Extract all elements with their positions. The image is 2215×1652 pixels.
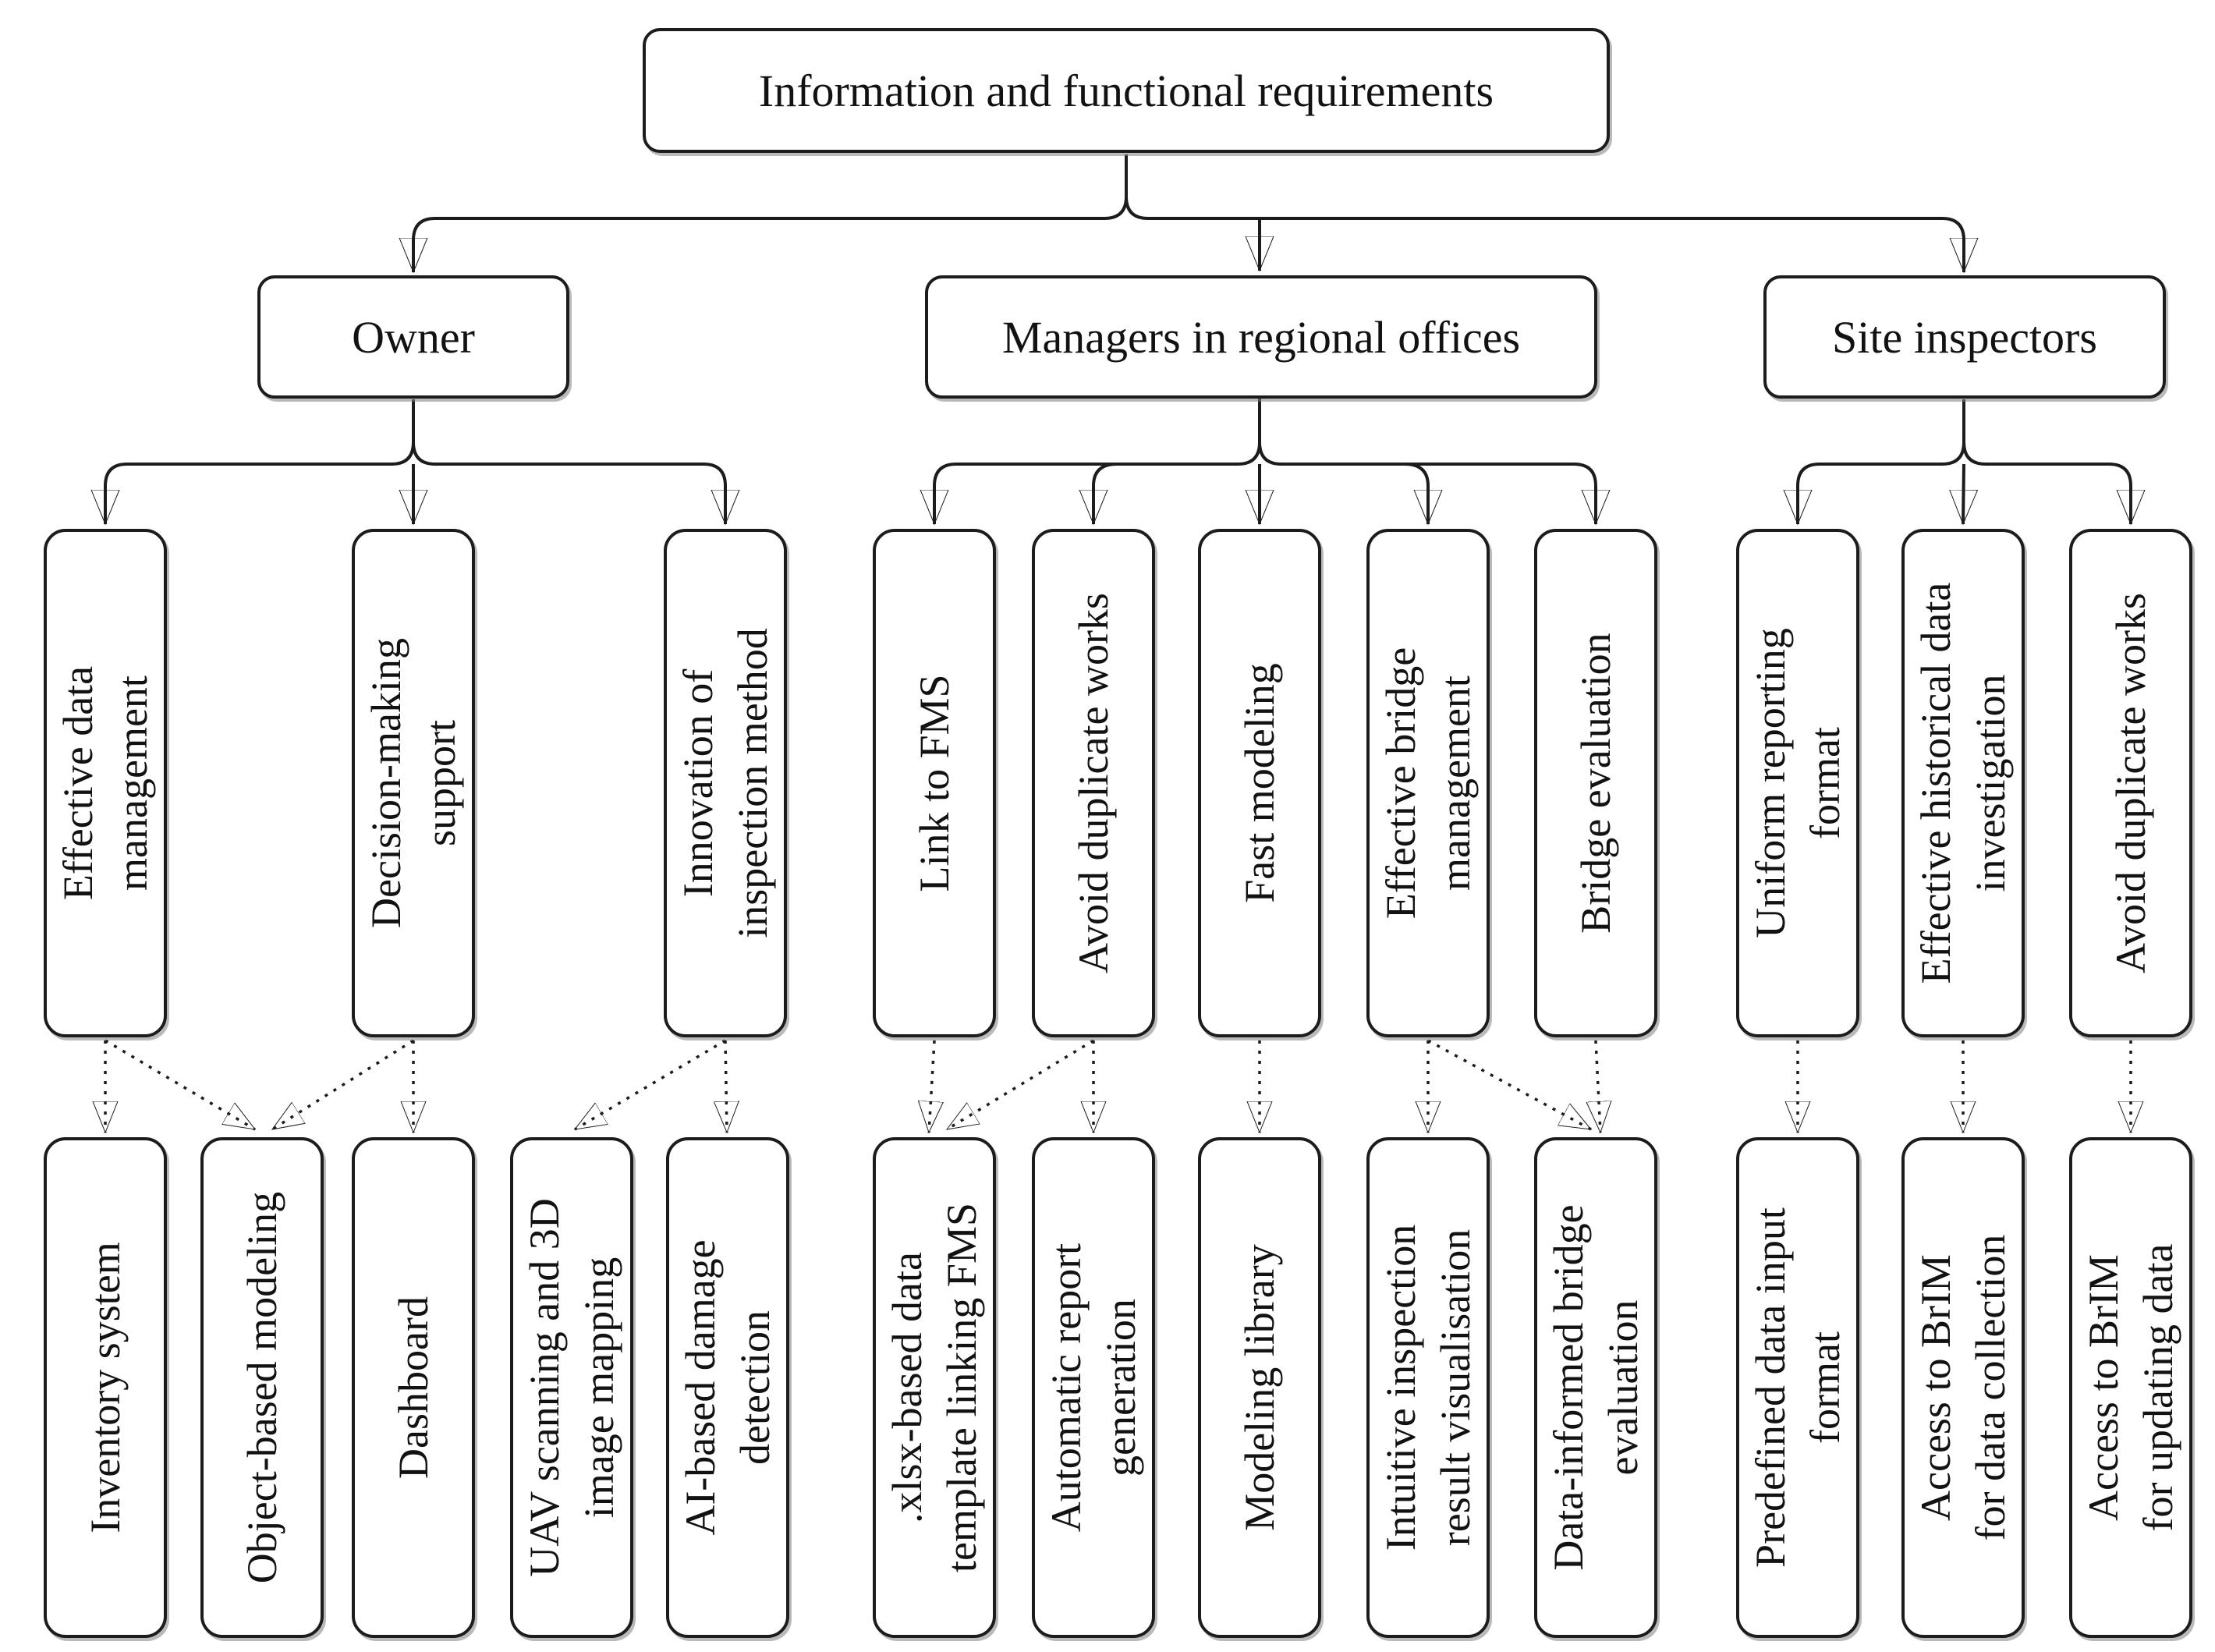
connector-root-owner — [413, 154, 1128, 272]
node-owner-label: Owner — [352, 311, 475, 363]
link-innovation-ai-damage — [725, 1040, 727, 1133]
link-link-fms-xlsx — [929, 1040, 934, 1133]
node-automatic-report-generation-label: Automatic report generation — [1042, 1243, 1144, 1533]
node-ai-damage-detection: AI-based damage detection — [666, 1137, 789, 1638]
link-innovation-uav — [575, 1039, 726, 1131]
node-dashboard-label: Dashboard — [389, 1296, 437, 1479]
node-innovation-inspection-method-label: Innovation of inspection method — [674, 628, 776, 938]
node-inventory-system: Inventory system — [44, 1137, 167, 1638]
node-fast-modeling: Fast modeling — [1198, 529, 1321, 1037]
connector-owner-eff-data — [105, 399, 415, 524]
node-managers: Managers in regional offices — [925, 275, 1597, 399]
node-predefined-data-input-label: Predefined data input format — [1746, 1207, 1848, 1568]
node-dashboard: Dashboard — [352, 1137, 475, 1638]
node-effective-bridge-management-label: Effective bridge management — [1377, 647, 1479, 920]
node-modeling-library: Modeling library — [1198, 1137, 1321, 1638]
node-ai-damage-detection-label: AI-based damage detection — [676, 1239, 778, 1536]
node-bridge-evaluation: Bridge evaluation — [1534, 529, 1657, 1037]
node-object-based-modeling: Object-based modeling — [200, 1137, 324, 1638]
node-access-brim-updating: Access to BrIM for updating data — [2069, 1137, 2192, 1638]
link-decision-object-modeling — [272, 1039, 414, 1131]
node-data-informed-evaluation: Data-informed bridge evaluation — [1534, 1137, 1657, 1638]
node-xlsx-template-label: .xlsx-based data template linking FMS — [883, 1203, 985, 1573]
node-fast-modeling-label: Fast modeling — [1235, 663, 1283, 903]
node-intuitive-visualisation: Intuitive inspection result visualisatio… — [1366, 1137, 1490, 1638]
node-decision-making-support: Decision-making support — [352, 529, 475, 1037]
node-root-label: Information and functional requirements — [758, 65, 1494, 116]
node-modeling-library-label: Modeling library — [1235, 1244, 1283, 1531]
node-predefined-data-input: Predefined data input format — [1736, 1137, 1859, 1638]
connector-root-inspectors — [1125, 196, 1964, 272]
node-effective-historical-data-label: Effective historical data investigation — [1912, 582, 2014, 984]
link-bridge-eval-data-informed — [1596, 1040, 1600, 1133]
node-uniform-reporting-format-label: Uniform reporting format — [1746, 628, 1848, 938]
connector-managers-link-fms — [934, 398, 1261, 524]
node-link-to-fms: Link to FMS — [873, 529, 996, 1037]
node-managers-label: Managers in regional offices — [1001, 311, 1521, 363]
connector-managers-avoid-dup — [1093, 463, 1118, 524]
connector-inspectors-eff-hist — [1963, 463, 1964, 524]
node-uav-scanning: UAV scanning and 3D image mapping — [510, 1137, 633, 1638]
connector-inspectors-uniform — [1798, 399, 1965, 524]
node-intuitive-visualisation-label: Intuitive inspection result visualisatio… — [1377, 1224, 1479, 1551]
node-root: Information and functional requirements — [643, 28, 1610, 153]
node-access-brim-collection: Access to BrIM for data collection — [1901, 1137, 2025, 1638]
node-avoid-duplicate-works-inspectors: Avoid duplicate works — [2069, 529, 2192, 1037]
node-effective-data-management-label: Effective data management — [54, 665, 156, 901]
node-object-based-modeling-label: Object-based modeling — [238, 1191, 285, 1584]
connector-managers-bridge-eval — [1258, 441, 1596, 524]
node-avoid-duplicate-works-inspectors-label: Avoid duplicate works — [2107, 593, 2154, 973]
node-inventory-system-label: Inventory system — [81, 1242, 129, 1533]
node-xlsx-template: .xlsx-based data template linking FMS — [873, 1137, 996, 1638]
node-bridge-evaluation-label: Bridge evaluation — [1572, 633, 1619, 934]
node-link-to-fms-label: Link to FMS — [910, 674, 958, 892]
node-owner: Owner — [257, 275, 569, 399]
node-effective-bridge-management: Effective bridge management — [1366, 529, 1490, 1037]
node-innovation-inspection-method: Innovation of inspection method — [664, 529, 787, 1037]
link-eff-bridge-data-informed — [1427, 1039, 1591, 1131]
node-access-brim-updating-label: Access to BrIM for updating data — [2079, 1243, 2181, 1532]
node-data-informed-evaluation-label: Data-informed bridge evaluation — [1544, 1204, 1646, 1571]
node-uav-scanning-label: UAV scanning and 3D image mapping — [520, 1198, 622, 1577]
link-eff-data-object-modeling — [105, 1039, 255, 1131]
node-decision-making-support-label: Decision-making support — [362, 638, 464, 928]
node-uniform-reporting-format: Uniform reporting format — [1736, 529, 1859, 1037]
node-site-inspectors: Site inspectors — [1763, 275, 2166, 399]
node-effective-historical-data: Effective historical data investigation — [1901, 529, 2025, 1037]
node-site-inspectors-label: Site inspectors — [1832, 311, 2097, 363]
node-avoid-duplicate-works-managers: Avoid duplicate works — [1032, 529, 1155, 1037]
node-automatic-report-generation: Automatic report generation — [1032, 1137, 1155, 1638]
connector-owner-innovation — [412, 441, 725, 524]
node-access-brim-collection-label: Access to BrIM for data collection — [1912, 1234, 2014, 1541]
connector-managers-eff-bridge — [1404, 463, 1428, 524]
link-avoid-dup-xlsx — [947, 1039, 1094, 1131]
connector-inspectors-avoid-dup — [1962, 441, 2131, 524]
node-avoid-duplicate-works-managers-label: Avoid duplicate works — [1069, 593, 1117, 973]
node-effective-data-management: Effective data management — [44, 529, 167, 1037]
